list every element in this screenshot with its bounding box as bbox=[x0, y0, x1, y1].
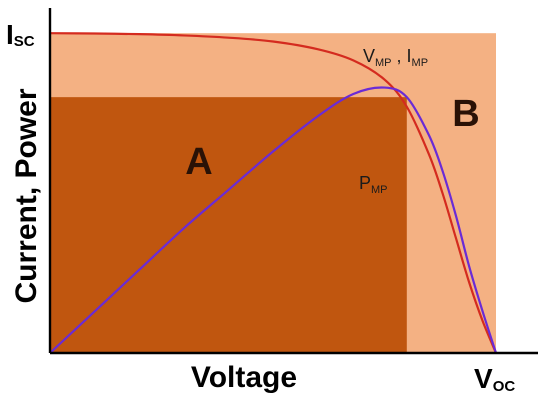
x-axis-title: Voltage bbox=[191, 361, 297, 394]
region-a-label: A bbox=[185, 141, 212, 183]
isc-sub: SC bbox=[14, 33, 35, 50]
imp-main: I bbox=[407, 46, 412, 66]
pmp-main: P bbox=[359, 173, 371, 193]
voc-label: VOC bbox=[474, 363, 515, 395]
iv-curve-line bbox=[49, 32, 498, 354]
isc-main: I bbox=[6, 19, 14, 50]
vmp-imp-label: VMP , IMP bbox=[363, 46, 428, 69]
voc-sub: OC bbox=[493, 378, 516, 395]
pv-curve-line bbox=[49, 86, 498, 354]
region-b-label: B bbox=[452, 93, 479, 135]
imp-sub: MP bbox=[412, 57, 429, 69]
pmp-label: PMP bbox=[359, 173, 388, 196]
vmp-imp-separator: , bbox=[392, 46, 407, 66]
vmp-main: V bbox=[363, 46, 375, 66]
voc-main: V bbox=[474, 363, 493, 394]
isc-label: ISC bbox=[6, 19, 35, 50]
vmp-sub: MP bbox=[375, 57, 392, 69]
region-a-rectangle bbox=[50, 97, 407, 353]
y-axis-title: Current, Power bbox=[10, 88, 43, 303]
pmp-sub: MP bbox=[371, 184, 388, 196]
